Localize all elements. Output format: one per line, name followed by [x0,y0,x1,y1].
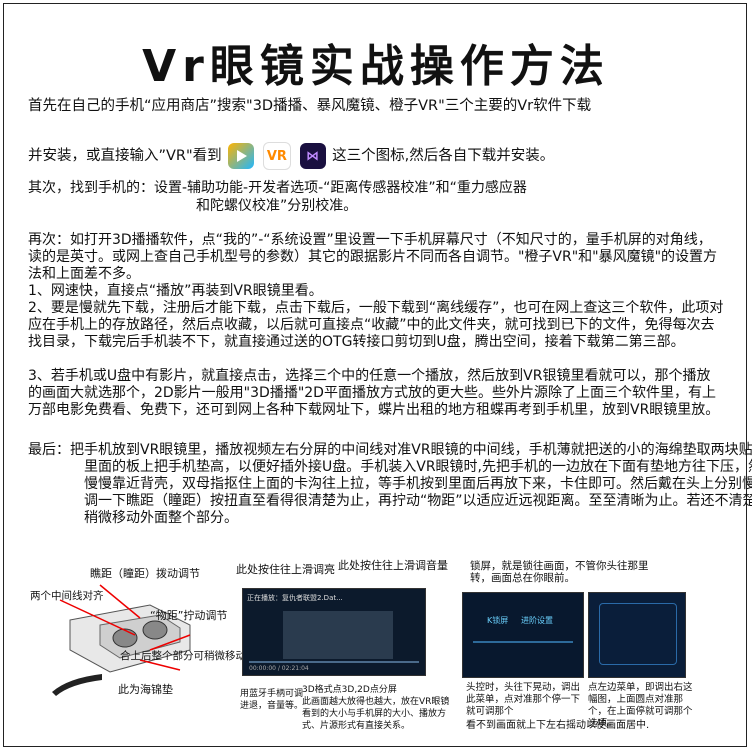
final-paragraph: 最后：把手机放到VR眼镜里，播放视频左右分屏的中间线对准VR眼镜的中间线，手机薄… [28,442,752,526]
player-screenshot: 正在播放：复仇者联盟2.Dat... 00:00:00 / 02:21:04 [242,588,426,676]
object-distance-label: “物距”拧动调节 [150,609,228,622]
page-border [3,3,747,747]
lock-screen-note: 锁屏，就是锁往画面，不管你头往那里转，画面总在你眼前。 [470,560,649,584]
bluetooth-controller-caption: 用蓝牙手柄可调进退，音量等。 [240,689,304,711]
sponge-pad-icon [52,674,102,696]
center-align-label: 两个中间线对齐 [30,590,104,602]
orange-vr-app-icon[interactable]: VR [262,142,291,170]
baofeng-mojing-app-icon-text: ⋈ [306,148,320,164]
3d-bobo-app-icon[interactable] [228,143,255,169]
player-progress-bar[interactable] [249,661,419,663]
intro-line-2-suffix: 这三个图标,然后各自下载并安装。 [332,148,555,164]
player-title: 正在播放：复仇者联盟2.Dat... [247,594,343,602]
headtrack-menu-screenshot: K锁屏 进阶设置 [462,592,584,678]
step-3: 3、若手机或U盘中有影片，就直接点击，选择三个中的任意一个播放，然后放到VR银镜… [28,368,720,418]
left-menu-caption: 点左边菜单，即调出右这幅图，上面圆点对准那个，在上面停就可调那个选项。 [588,682,693,729]
format-caption: 3D格式点3D,2D点分屏 此画面越大放得也越大，放在VR眼镜看到的大小与手机屏… [302,685,450,731]
orange-vr-app-icon-text: VR [266,148,287,164]
player-video-frame [283,611,393,659]
advanced-settings-label[interactable]: 进阶设置 [521,616,553,625]
lock-screen-menu-label[interactable]: K锁屏 [487,616,509,625]
sponge-pad-label: 此为海锦垫 [118,683,173,696]
intro-line-1: 首先在自己的手机“应用商店”搜索"3D播播、暴风魔镜、橙子VR"三个主要的Vr软… [28,98,592,114]
vr-headset-illustration [59,584,191,673]
brightness-hold-label: 此处按住往上滑调亮 [236,563,335,576]
recenter-tip: 看不到画面就上下左右摇动以使画面居中. [466,720,650,731]
calibration-line-1: 其次，找到手机的：设置-辅助功能-开发者选项-“距离传感器校准”和“重力感应器 [28,180,527,196]
page-title: Vr眼镜实战操作方法 [142,41,610,92]
headtrack-caption: 头控时，头往下晃动，调出此菜单，点对准那个停一下就可调那个 [466,682,581,717]
step-1: 1、网速快，直接点“播放”再装到VR眼镜里看。 [28,283,323,299]
baofeng-mojing-app-icon[interactable]: ⋈ [299,143,326,169]
settings-menu-screenshot [588,592,686,678]
step-2: 2、要是慢就先下载，注册后才能下载，点击下载后，一般下载到“离线缓存”，也可在网… [28,300,724,350]
ipd-adjust-label: 瞧距（瞳距）拨动调节 [90,567,200,580]
headtrack-progress[interactable] [473,641,573,643]
front-move-label: 合上后整个部分可稍微移动 [120,650,246,662]
intro-line-2: 并安装，或直接输入”VR"看到 VR ⋈ 这三个图标,然后各自下载并安装。 [28,142,554,170]
settings-menu-panel[interactable] [599,603,677,665]
volume-hold-label: 此处按住往上滑调音量 [338,559,448,572]
settings-paragraph: 再次：如打开3D播播软件，点“我的”-“系统设置”里设置一下手机屏幕尺寸（不知尺… [28,232,718,282]
calibration-line-2: 和陀螺仪校准”分别校准。 [196,198,358,214]
illustration-area: 瞧距（瞳距）拨动调节 两个中间线对齐 “物距”拧动调节 合上后整个部分可稍微移动… [0,560,752,752]
intro-line-2-prefix: 并安装，或直接输入”VR"看到 [28,148,222,164]
player-time: 00:00:00 / 02:21:04 [249,665,309,672]
